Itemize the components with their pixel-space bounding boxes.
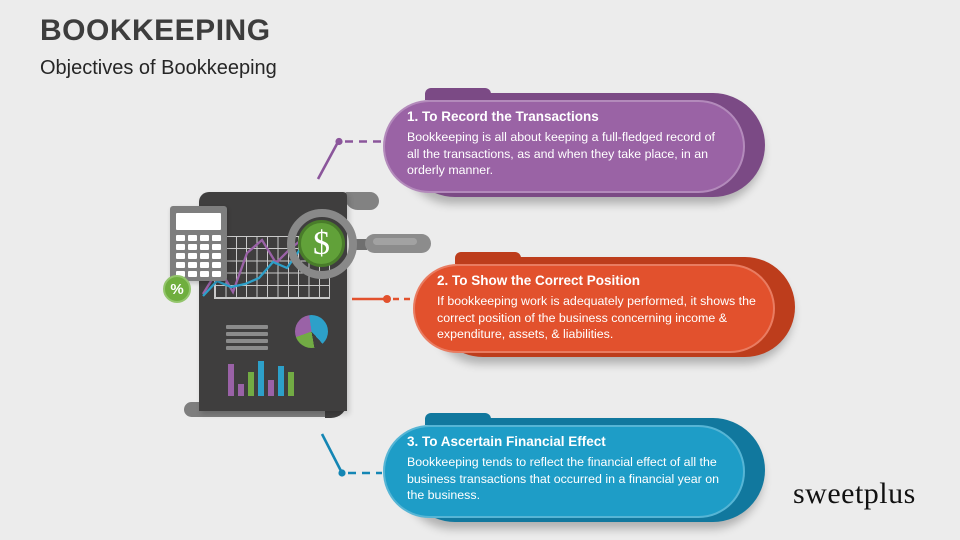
callout-2-body: If bookkeeping work is adequately perfor… xyxy=(437,294,756,341)
bar-chart xyxy=(228,360,294,396)
percent-symbol: % xyxy=(170,280,184,298)
connector-1-line xyxy=(316,141,340,180)
bar xyxy=(268,380,274,396)
page-title: BOOKKEEPING xyxy=(40,14,271,47)
connector-3-dot xyxy=(338,469,346,477)
scroll-top-curl xyxy=(345,192,379,210)
connector-1-dot xyxy=(335,137,343,146)
callout-financial-effect: 3. To Ascertain Financial Effect Bookkee… xyxy=(383,413,765,522)
page-subtitle: Objectives of Bookkeeping xyxy=(40,57,277,79)
callout-2-title: 2. To Show the Correct Position xyxy=(437,273,641,288)
callout-3-title: 3. To Ascertain Financial Effect xyxy=(407,434,606,449)
callout-3-body: Bookkeeping tends to reflect the financi… xyxy=(407,455,720,502)
calculator-keys xyxy=(170,235,227,277)
calculator-display xyxy=(176,213,221,230)
bar xyxy=(248,372,254,396)
connector-3-line xyxy=(320,433,343,472)
bar xyxy=(258,361,264,396)
callout-2-pill: 2. To Show the Correct Position If bookk… xyxy=(413,264,775,353)
percent-icon: % xyxy=(163,275,191,303)
callout-correct-position: 2. To Show the Correct Position If bookk… xyxy=(413,252,795,357)
calculator-icon xyxy=(170,206,227,281)
document-text-lines xyxy=(226,325,268,353)
bar xyxy=(238,384,244,396)
magnifier-handle-joint xyxy=(355,239,367,250)
connector-2-dot xyxy=(383,295,391,303)
magnifier-handle-highlight xyxy=(373,238,417,245)
callout-3-pill: 3. To Ascertain Financial Effect Bookkee… xyxy=(383,425,745,518)
callout-record-transactions: 1. To Record the Transactions Bookkeepin… xyxy=(383,88,765,197)
callout-1-body: Bookkeeping is all about keeping a full-… xyxy=(407,130,715,177)
callout-1-tab xyxy=(425,88,491,100)
callout-2-tab xyxy=(455,252,521,264)
callout-3-tab xyxy=(425,413,491,425)
magnifier-icon xyxy=(287,209,357,279)
bar xyxy=(228,364,234,396)
callout-1-pill: 1. To Record the Transactions Bookkeepin… xyxy=(383,100,745,193)
callout-1-title: 1. To Record the Transactions xyxy=(407,109,599,124)
bar xyxy=(278,366,284,396)
bar xyxy=(288,372,294,396)
pie-chart-icon xyxy=(295,315,328,348)
brand-logo: sweetplus xyxy=(793,477,916,510)
